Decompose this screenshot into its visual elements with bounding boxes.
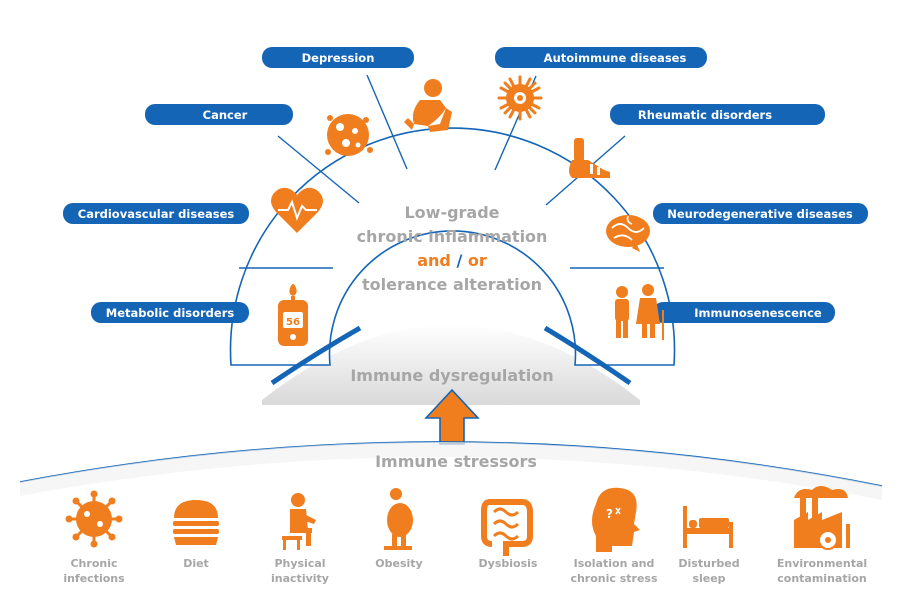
pill-rheumatic [610,104,825,125]
bed-icon [683,506,733,548]
glucose-reading: 56 [286,317,300,328]
label-immunosenescence: Immunosenescence [694,306,822,320]
center-line-1: Low-grade [404,203,499,222]
stressor-label-8-a: Environmental [777,557,867,570]
ring-accent-left [270,325,362,386]
heart-pulse-icon [271,187,323,233]
dysregulation-label: Immune dysregulation [350,366,553,385]
stressor-label-3-a: Physical [274,557,325,570]
virus-icon [65,490,123,548]
label-neurodegenerative: Neurodegenerative diseases [667,207,853,221]
pill-cancer [145,104,293,125]
tumor-cell-icon [325,114,373,156]
pill-immunosenescence [653,302,835,323]
label-cancer: Cancer [203,108,248,122]
center-slash: / [451,251,468,270]
stressor-label-6-a: Isolation and [574,557,655,570]
center-line-2: chronic inflammation [357,227,548,246]
pill-neurodegenerative [653,203,868,224]
label-autoimmune: Autoimmune diseases [544,51,687,65]
label-metabolic: Metabolic disorders [106,306,235,320]
disease-pills [63,47,868,323]
sitting-person-icon [282,493,316,550]
stressor-label-7-a: Disturbed [678,557,739,570]
stressors-fade [20,441,882,500]
person-hugging-knees-icon [404,79,452,132]
svg-text:?: ? [606,507,613,521]
brain-icon [606,215,650,252]
stressor-label-1-b: infections [63,572,125,585]
label-cardiovascular: Cardiovascular diseases [78,207,235,221]
intestine-icon [481,499,533,556]
center-or: or [468,251,487,270]
stressor-label-4-a: Obesity [375,557,422,570]
factory-pollution-icon [794,486,850,550]
label-rheumatic: Rheumatic disorders [638,108,772,122]
stressor-label-1-a: Chronic [70,557,117,570]
stressor-label-3-b: inactivity [271,572,329,585]
stressor-label-7-b: sleep [692,572,725,585]
stressor-label-8-b: contamination [777,572,867,585]
label-depression: Depression [302,51,375,65]
foot-bones-icon [569,138,610,178]
stressor-label-6-b: chronic stress [570,572,658,585]
pill-autoimmune [495,47,707,68]
pill-depression [262,47,414,68]
stressor-label-2-a: Diet [183,557,209,570]
pill-metabolic [91,302,249,323]
glucose-meter-icon [278,284,308,346]
stressor-label-5-a: Dysbiosis [479,557,538,570]
center-and: and [417,251,451,270]
stressors-label: Immune stressors [375,452,537,471]
center-line-4: tolerance alteration [362,275,542,294]
elderly-couple-icon [615,284,664,340]
stressed-head-icon: ? [592,487,640,552]
base-shade [262,325,640,405]
pill-cardiovascular [63,203,249,224]
obese-person-icon [384,488,413,550]
center-line-3: and / or [417,251,487,270]
burger-icon [173,500,219,545]
ring-accent-right [543,325,632,386]
spiky-cell-icon [497,75,543,121]
